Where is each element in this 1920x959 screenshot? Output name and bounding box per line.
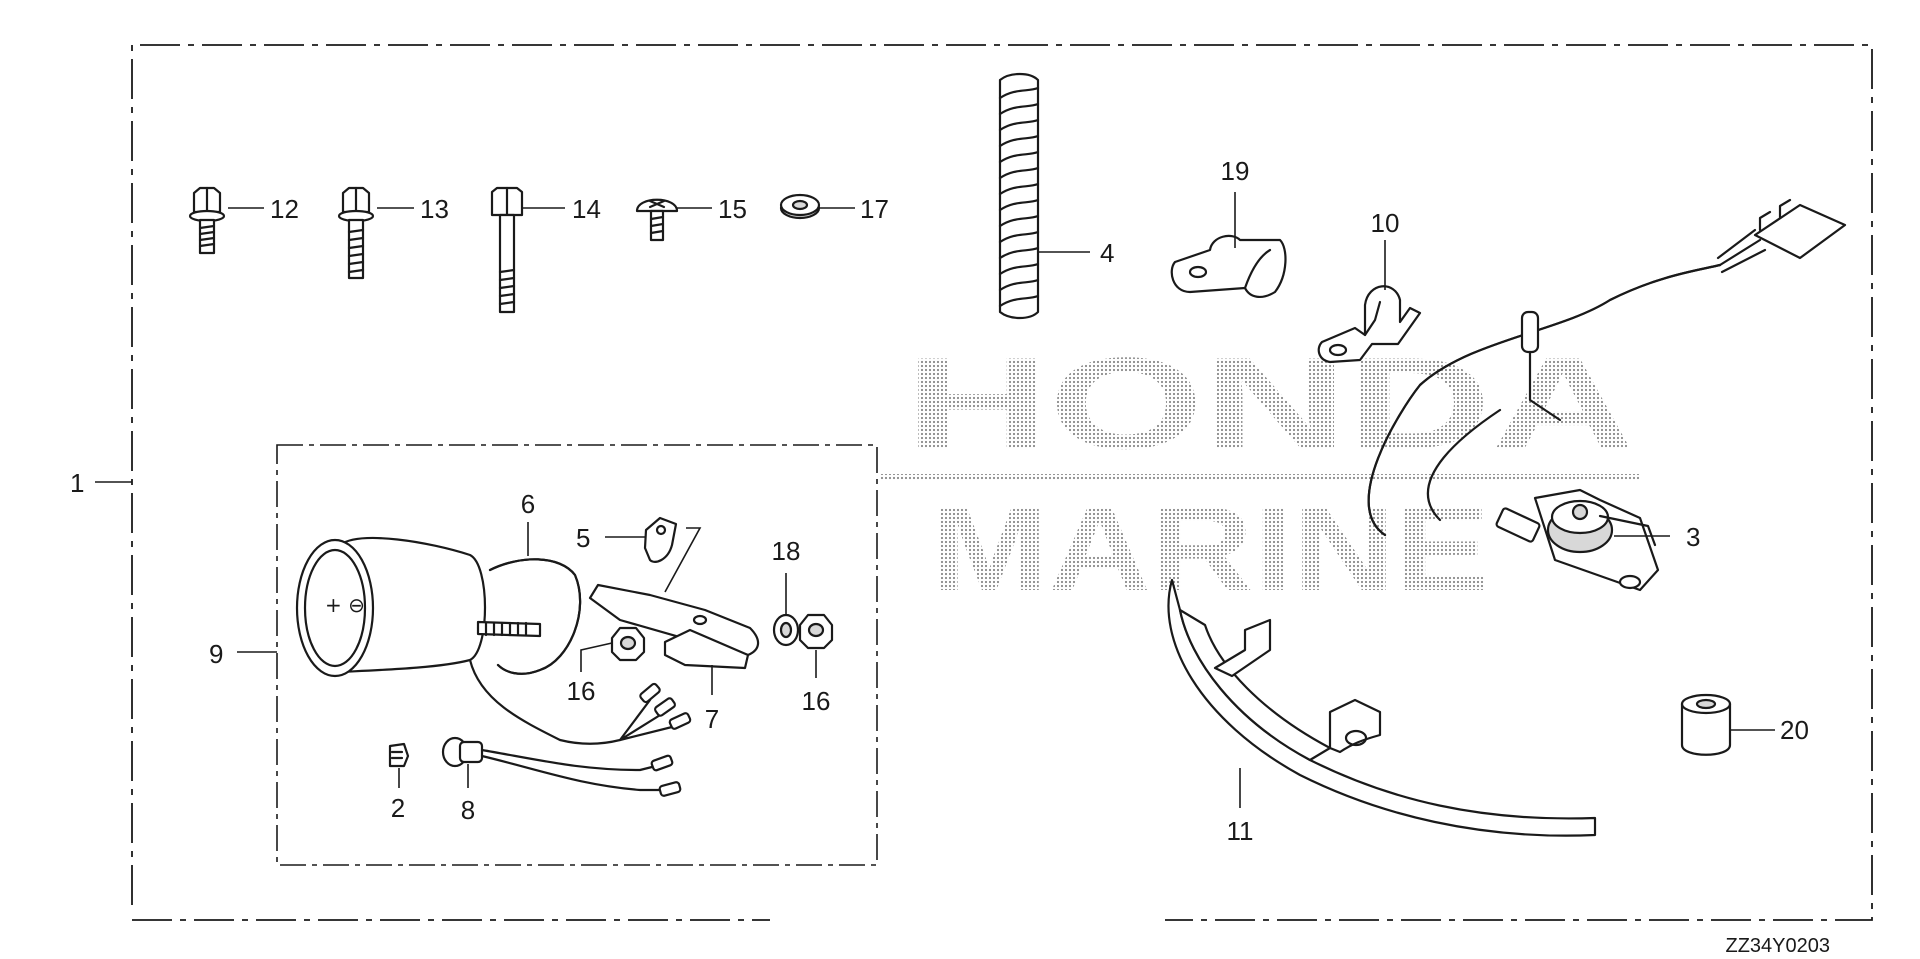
watermark-line1: HONDA xyxy=(905,330,1635,476)
callout-7: 7 xyxy=(705,704,719,734)
washer-17-icon xyxy=(779,193,821,220)
callout-3: 3 xyxy=(1686,522,1700,552)
clamp-19-icon xyxy=(1170,234,1287,298)
callout-10: 10 xyxy=(1371,208,1400,238)
callout-16b: 16 xyxy=(802,686,831,716)
clamp-10-icon xyxy=(1317,285,1422,364)
gauge-subassembly-boundary xyxy=(276,444,878,866)
bracket-7-icon xyxy=(588,583,760,670)
spiral-tube-4-icon xyxy=(998,72,1040,320)
bolt-12-icon xyxy=(188,186,226,255)
svg-text:+ ⊖: + ⊖ xyxy=(325,593,365,617)
socket-8-icon xyxy=(441,736,682,797)
bolt-14-icon xyxy=(490,186,524,314)
callout-12: 12 xyxy=(270,194,299,224)
callout-16a: 16 xyxy=(567,676,596,706)
diagram-code: ZZ34Y0203 xyxy=(1725,935,1830,957)
callout-6: 6 xyxy=(521,489,535,519)
watermark-rule xyxy=(880,474,1640,480)
callout-19: 19 xyxy=(1221,156,1250,186)
bracket-6-icon xyxy=(488,558,582,675)
callout-14: 14 xyxy=(572,194,601,224)
honda-marine-watermark: HONDA MARINE xyxy=(880,330,1640,616)
callout-11: 11 xyxy=(1227,816,1254,846)
leader-lines xyxy=(95,192,1775,808)
callout-8: 8 xyxy=(461,795,475,825)
watermark-line2: MARINE xyxy=(930,482,1490,616)
callout-1: 1 xyxy=(70,468,84,498)
kit-boundary-top-left xyxy=(131,44,1873,921)
nut-16a-icon xyxy=(610,626,646,662)
sensor-3-icon xyxy=(1367,198,1847,592)
callout-17: 17 xyxy=(860,194,889,224)
collar-20-icon xyxy=(1680,693,1732,756)
bolt-13-icon xyxy=(337,186,375,280)
callout-2: 2 xyxy=(391,793,405,823)
callout-20: 20 xyxy=(1780,715,1809,745)
bracket-11-icon xyxy=(1167,578,1597,837)
bulb-2-icon xyxy=(388,742,410,768)
screw-15-icon xyxy=(635,198,679,242)
callout-5: 5 xyxy=(576,523,590,553)
washer-18-icon xyxy=(772,613,800,647)
callout-9: 9 xyxy=(209,639,223,669)
gauge-9-icon: + ⊖ xyxy=(295,536,692,745)
callout-18: 18 xyxy=(772,536,801,566)
callout-13: 13 xyxy=(420,194,449,224)
clip-5-icon xyxy=(643,516,678,563)
callout-4: 4 xyxy=(1100,238,1114,268)
callouts: 1 2 3 4 5 6 7 8 9 10 11 12 13 14 15 16 1… xyxy=(70,156,1809,846)
nut-16b-icon xyxy=(798,613,834,650)
callout-15: 15 xyxy=(718,194,747,224)
